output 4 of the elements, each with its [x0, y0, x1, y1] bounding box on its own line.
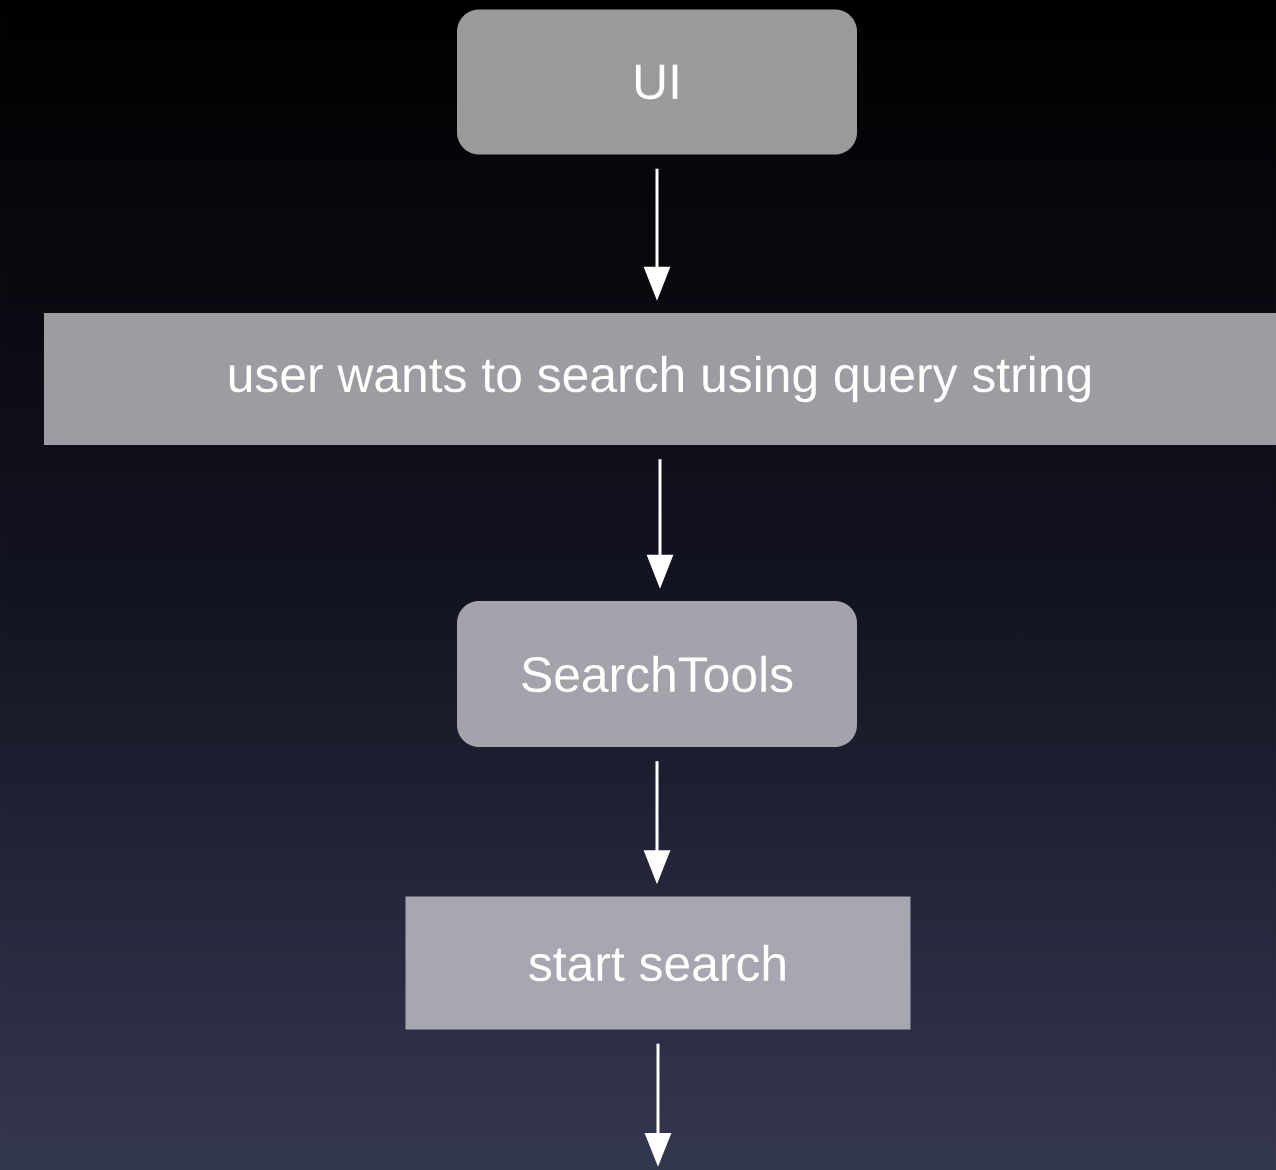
process-box: start search [405, 896, 911, 1030]
process-box: user wants to search using query string [44, 313, 1276, 445]
rounded-box: SearchTools [457, 601, 857, 747]
rounded-box: UI [457, 9, 857, 155]
